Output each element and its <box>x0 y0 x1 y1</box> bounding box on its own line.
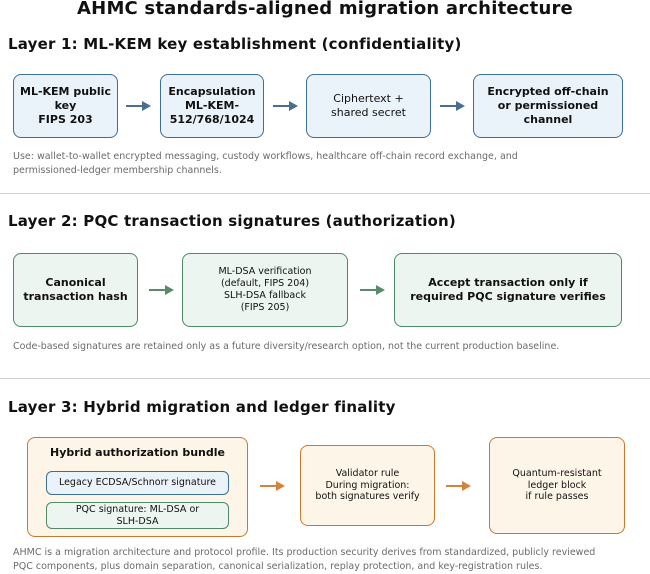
separator <box>0 378 650 379</box>
pqc-signature-item: PQC signature: ML-DSA or SLH-DSA <box>46 502 229 529</box>
accept-transaction-box: Accept transaction only if required PQC … <box>394 253 622 327</box>
quantum-ledger-block-box: Quantum-resistant ledger block if rule p… <box>489 437 625 534</box>
encrypted-channel-box: Encrypted off-chain or permissioned chan… <box>473 74 623 138</box>
encapsulation-box: Encapsulation ML-KEM-512/768/1024 <box>160 74 264 138</box>
canonical-hash-box: Canonical transaction hash <box>13 253 138 327</box>
arrow-6-icon <box>260 481 285 491</box>
mldsa-verification-box: ML-DSA verification (default, FIPS 204) … <box>182 253 348 327</box>
layer3-heading: Layer 3: Hybrid migration and ledger fin… <box>8 398 396 416</box>
layer1-heading: Layer 1: ML-KEM key establishment (confi… <box>8 35 462 53</box>
bundle-title: Hybrid authorization bundle <box>50 446 225 459</box>
ciphertext-box: Ciphertext + shared secret <box>306 74 431 138</box>
arrow-2-icon <box>273 101 298 111</box>
layer3-note: AHMC is a migration architecture and pro… <box>13 547 596 572</box>
layer2-note: Code-based signatures are retained only … <box>13 341 560 352</box>
legacy-signature-item: Legacy ECDSA/Schnorr signature <box>46 471 229 495</box>
layer2-heading: Layer 2: PQC transaction signatures (aut… <box>8 212 456 230</box>
validator-rule-box: Validator rule During migration: both si… <box>300 445 435 526</box>
diagram-title: AHMC standards-aligned migration archite… <box>77 0 573 19</box>
arrow-1-icon <box>126 101 151 111</box>
arrow-5-icon <box>360 285 385 295</box>
mlkem-public-key-box: ML-KEM public key FIPS 203 <box>13 74 118 138</box>
arrow-4-icon <box>149 285 174 295</box>
hybrid-bundle-box: Hybrid authorization bundle Legacy ECDSA… <box>27 437 248 537</box>
separator <box>0 193 650 194</box>
layer1-note: Use: wallet-to-wallet encrypted messagin… <box>13 151 518 176</box>
arrow-7-icon <box>446 481 471 491</box>
arrow-3-icon <box>440 101 465 111</box>
